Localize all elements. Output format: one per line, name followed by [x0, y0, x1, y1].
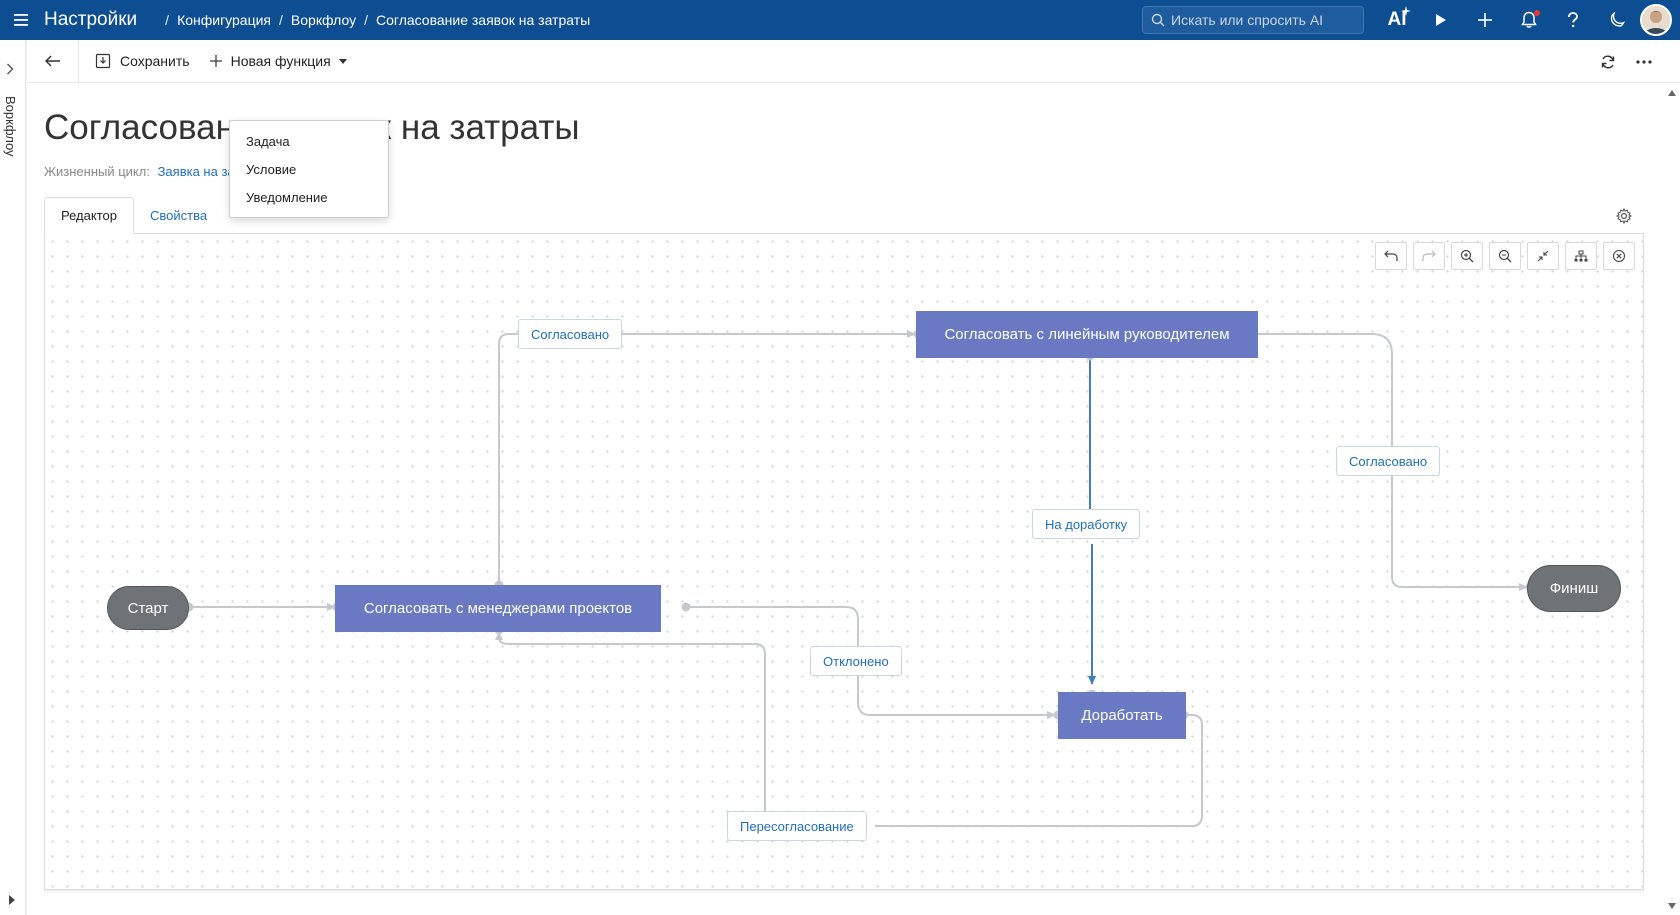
edge-label-approved-1[interactable]: Согласовано	[518, 319, 623, 349]
node-start[interactable]: Старт	[107, 586, 189, 630]
top-bar: Настройки / Конфигурация / Воркфлоу / Со…	[0, 0, 1680, 40]
toolbar: Сохранить Новая функция	[27, 39, 1680, 83]
notification-badge	[1534, 10, 1540, 16]
search-placeholder: Искать или спросить AI	[1171, 12, 1324, 28]
tab-properties[interactable]: Свойства	[149, 208, 208, 223]
tab-editor[interactable]: Редактор	[44, 197, 134, 234]
edge-label-reapprove[interactable]: Пересогласование	[727, 811, 867, 841]
expand-chevron-icon[interactable]	[6, 62, 14, 78]
zoom-in-icon[interactable]	[1451, 242, 1483, 270]
edge-label-to-rework[interactable]: На доработку	[1032, 509, 1141, 539]
canvas-controls	[1375, 242, 1635, 270]
edge-rework-to-managers	[499, 632, 1203, 827]
breadcrumb-item-workflow[interactable]: Воркфлоу	[290, 12, 357, 28]
bell-icon[interactable]	[1507, 0, 1551, 40]
ai-assistant-icon[interactable]: AI	[1375, 0, 1419, 40]
undo-icon[interactable]	[1375, 242, 1407, 270]
breadcrumb-item-configuration[interactable]: Конфигурация	[177, 12, 272, 28]
main-content: Сохранить Новая функция Согласование зая…	[27, 39, 1680, 915]
edge-line-manager-to-rework	[1090, 356, 1092, 684]
menu-item-notification[interactable]: Уведомление	[246, 189, 328, 205]
workflow-canvas[interactable]: Старт Согласовать с менеджерами проектов…	[44, 233, 1644, 890]
edge-label-rejected[interactable]: Отклонено	[810, 646, 902, 676]
lifecycle-label: Жизненный цикл:	[44, 164, 150, 179]
app-title[interactable]: Настройки	[44, 9, 138, 30]
hamburger-menu-icon[interactable]	[0, 0, 44, 40]
zoom-out-icon[interactable]	[1489, 242, 1521, 270]
save-button-label: Сохранить	[120, 53, 190, 69]
user-avatar[interactable]	[1640, 4, 1672, 36]
breadcrumb-item-current: Согласование заявок на затраты	[376, 12, 591, 28]
breadcrumb: / Конфигурация / Воркфлоу / Согласование…	[157, 12, 590, 28]
edge-managers-to-line-manager	[498, 330, 916, 585]
menu-item-condition[interactable]: Условие	[246, 161, 297, 177]
auto-layout-icon[interactable]	[1565, 242, 1597, 270]
side-rail-label[interactable]: Воркфлоу	[3, 96, 18, 157]
workflow-edges	[184, 329, 1535, 827]
help-icon[interactable]	[1551, 0, 1595, 40]
breadcrumb-separator: /	[165, 12, 170, 28]
scroll-down-arrow-icon[interactable]	[1668, 903, 1676, 909]
back-arrow-icon[interactable]	[27, 39, 79, 83]
save-icon	[95, 53, 111, 69]
fit-to-screen-icon[interactable]	[1527, 242, 1559, 270]
new-function-label: Новая функция	[230, 53, 331, 69]
left-side-rail: Воркфлоу	[0, 40, 26, 915]
node-finish[interactable]: Финиш	[1527, 565, 1621, 612]
plus-icon	[209, 55, 222, 67]
node-approve-project-managers[interactable]: Согласовать с менеджерами проектов	[335, 585, 661, 632]
more-options-icon[interactable]	[1626, 40, 1662, 83]
save-button[interactable]: Сохранить	[85, 40, 200, 83]
plus-icon[interactable]	[1463, 0, 1507, 40]
breadcrumb-separator: /	[279, 12, 283, 28]
close-circle-icon[interactable]	[1603, 242, 1635, 270]
new-function-dropdown: Задача Условие Уведомление	[229, 120, 389, 218]
gear-icon[interactable]	[1615, 207, 1633, 229]
refresh-icon[interactable]	[1590, 40, 1626, 83]
play-icon[interactable]	[1419, 0, 1463, 40]
scroll-up-arrow-icon[interactable]	[1668, 90, 1676, 96]
chevron-down-icon	[338, 58, 347, 64]
search-icon	[1151, 13, 1165, 27]
node-approve-line-manager[interactable]: Согласовать с линейным руководителем	[916, 311, 1258, 358]
dark-mode-moon-icon[interactable]	[1595, 0, 1639, 40]
ai-label: AI	[1387, 9, 1407, 30]
menu-item-task[interactable]: Задача	[246, 133, 290, 149]
expand-triangle-icon[interactable]	[9, 895, 15, 905]
tabs: Редактор Свойства	[44, 197, 223, 234]
breadcrumb-separator: /	[364, 12, 368, 28]
edge-label-approved-2[interactable]: Согласовано	[1336, 446, 1441, 476]
new-function-button[interactable]: Новая функция	[200, 40, 357, 83]
node-rework[interactable]: Доработать	[1058, 692, 1186, 739]
redo-icon[interactable]	[1413, 242, 1445, 270]
search-input[interactable]: Искать или спросить AI	[1142, 6, 1364, 34]
